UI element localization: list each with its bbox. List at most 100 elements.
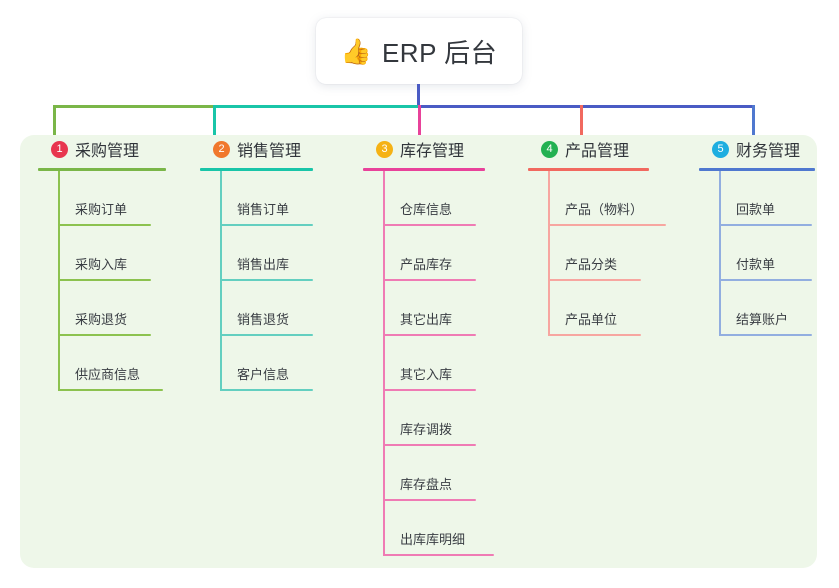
item-label: 付款单 [736, 257, 776, 272]
diagram-board: 1 采购管理 采购订单 采购入库 采购退货 供应商信 [20, 135, 817, 568]
drop-connector-5 [752, 105, 755, 141]
column-title-3: 库存管理 [400, 143, 465, 160]
item-label: 产品单位 [565, 312, 618, 327]
list-item[interactable]: 产品分类 [548, 226, 685, 281]
item-label: 其它出库 [400, 312, 453, 327]
item-label: 结算账户 [736, 312, 789, 327]
item-rule [548, 224, 666, 226]
item-rule [220, 279, 313, 281]
column-badge-1: 1 [51, 140, 68, 158]
item-label: 库存盘点 [400, 477, 453, 492]
column-badge-2: 2 [213, 140, 230, 158]
item-rule [719, 279, 812, 281]
column-header-1[interactable]: 1 采购管理 [35, 135, 195, 163]
item-label: 仓库信息 [400, 202, 453, 217]
list-item[interactable]: 库存调拨 [383, 391, 520, 446]
column-inventory: 3 库存管理 仓库信息 产品库存 其它出库 其它入库 [360, 135, 520, 556]
list-item[interactable]: 采购订单 [58, 171, 195, 226]
item-label: 采购订单 [75, 202, 128, 217]
root-node[interactable]: 👍 ERP 后台 [316, 18, 522, 84]
column-spine-4 [548, 171, 550, 336]
item-rule [58, 334, 151, 336]
column-title-4: 产品管理 [565, 143, 630, 160]
item-rule [383, 554, 494, 556]
list-item[interactable]: 销售出库 [220, 226, 357, 281]
item-rule [58, 389, 163, 391]
list-item[interactable]: 产品单位 [548, 281, 685, 336]
list-item[interactable]: 仓库信息 [383, 171, 520, 226]
column-title-1: 采购管理 [75, 143, 140, 160]
column-header-rule-5 [699, 168, 815, 171]
item-label: 供应商信息 [75, 367, 141, 382]
list-item[interactable]: 付款单 [719, 226, 839, 281]
column-spine-2 [220, 171, 222, 391]
list-item[interactable]: 销售订单 [220, 171, 357, 226]
column-items-5: 回款单 付款单 结算账户 [719, 171, 839, 336]
list-item[interactable]: 供应商信息 [58, 336, 195, 391]
item-rule [58, 279, 151, 281]
column-badge-4: 4 [541, 140, 558, 158]
item-rule [383, 444, 476, 446]
item-rule [58, 224, 151, 226]
column-spine-5 [719, 171, 721, 336]
column-finance: 5 财务管理 回款单 付款单 结算账户 [696, 135, 839, 336]
item-label: 出库库明细 [400, 532, 466, 547]
column-items-1: 采购订单 采购入库 采购退货 供应商信息 [58, 171, 195, 391]
list-item[interactable]: 出库库明细 [383, 501, 520, 556]
column-header-5[interactable]: 5 财务管理 [696, 135, 839, 163]
item-rule [719, 224, 812, 226]
list-item[interactable]: 其它出库 [383, 281, 520, 336]
item-label: 产品库存 [400, 257, 453, 272]
drop-connector-4 [580, 105, 583, 141]
list-item[interactable]: 客户信息 [220, 336, 357, 391]
column-badge-3: 3 [376, 140, 393, 158]
column-title-2: 销售管理 [237, 143, 302, 160]
list-item[interactable]: 其它入库 [383, 336, 520, 391]
column-spine-3 [383, 171, 385, 556]
list-item[interactable]: 销售退货 [220, 281, 357, 336]
column-sales: 2 销售管理 销售订单 销售出库 销售退货 客户信息 [197, 135, 357, 391]
column-title-5: 财务管理 [736, 143, 801, 160]
item-label: 销售订单 [237, 202, 290, 217]
column-header-4[interactable]: 4 产品管理 [525, 135, 685, 163]
column-spine-1 [58, 171, 60, 391]
list-item[interactable]: 库存盘点 [383, 446, 520, 501]
item-rule [220, 334, 313, 336]
item-rule [383, 224, 476, 226]
item-label: 其它入库 [400, 367, 453, 382]
item-label: 采购退货 [75, 312, 128, 327]
item-label: 客户信息 [237, 367, 290, 382]
item-label: 采购入库 [75, 257, 128, 272]
column-items-2: 销售订单 销售出库 销售退货 客户信息 [220, 171, 357, 391]
drop-connector-1 [53, 105, 56, 141]
item-rule [383, 334, 476, 336]
list-item[interactable]: 回款单 [719, 171, 839, 226]
column-header-rule-4 [528, 168, 649, 171]
list-item[interactable]: 产品（物料） [548, 171, 685, 226]
column-product: 4 产品管理 产品（物料） 产品分类 产品单位 [525, 135, 685, 336]
root-title: ERP 后台 [381, 37, 498, 68]
item-rule [719, 334, 812, 336]
list-item[interactable]: 产品库存 [383, 226, 520, 281]
column-header-3[interactable]: 3 库存管理 [360, 135, 520, 163]
bus-segment-green [53, 105, 213, 108]
list-item[interactable]: 采购入库 [58, 226, 195, 281]
column-header-rule-2 [200, 168, 313, 171]
item-rule [548, 334, 641, 336]
column-header-2[interactable]: 2 销售管理 [197, 135, 357, 163]
item-rule [383, 279, 476, 281]
column-badge-5: 5 [712, 140, 729, 158]
item-label: 销售出库 [237, 257, 290, 272]
item-rule [220, 224, 313, 226]
list-item[interactable]: 采购退货 [58, 281, 195, 336]
item-rule [383, 389, 476, 391]
list-item[interactable]: 结算账户 [719, 281, 839, 336]
item-rule [383, 499, 476, 501]
column-items-3: 仓库信息 产品库存 其它出库 其它入库 库存调拨 [383, 171, 520, 556]
drop-connector-3 [418, 105, 421, 141]
item-rule [220, 389, 313, 391]
column-items-4: 产品（物料） 产品分类 产品单位 [548, 171, 685, 336]
item-label: 销售退货 [237, 312, 290, 327]
item-label: 产品分类 [565, 257, 618, 272]
